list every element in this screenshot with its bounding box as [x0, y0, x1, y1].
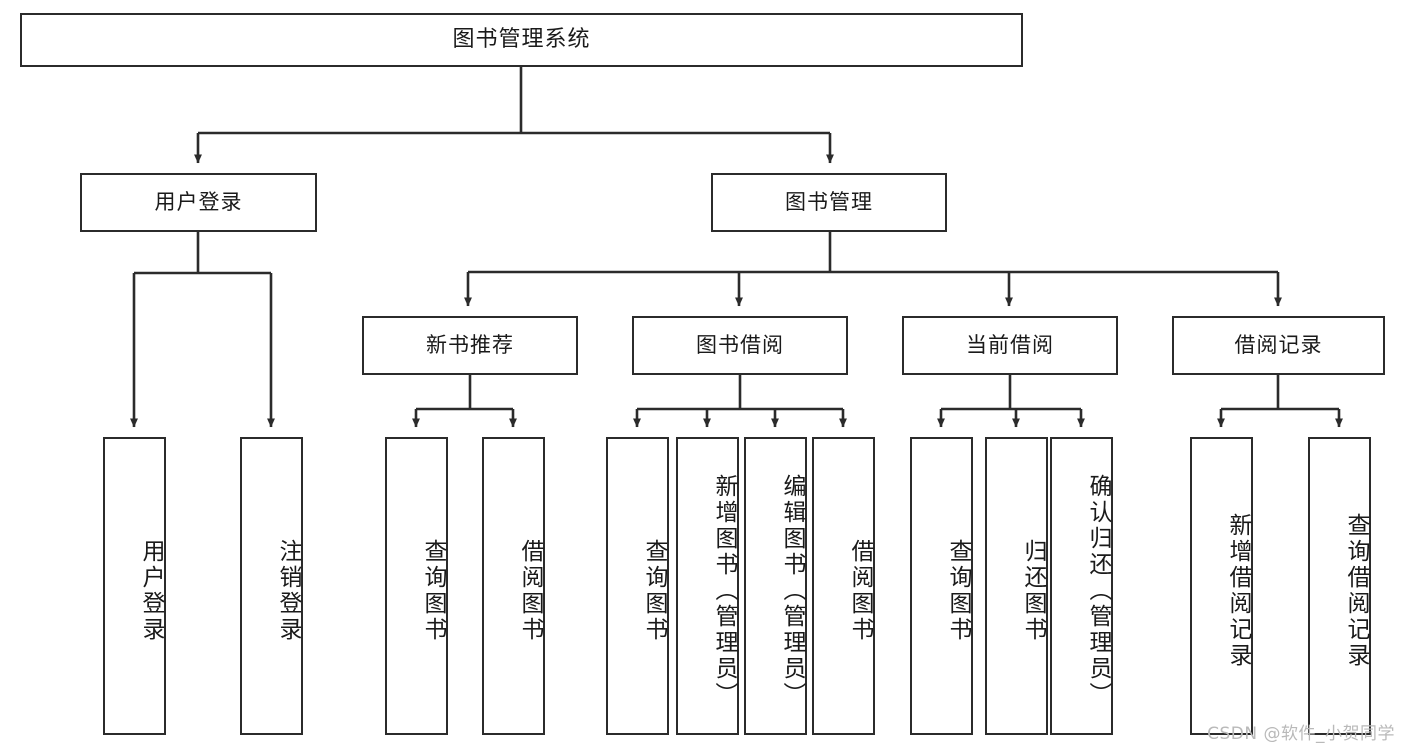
node-root[interactable]: 图书管理系统: [20, 13, 1023, 67]
node-leaf-add-record[interactable]: 新增借阅记录: [1190, 437, 1253, 735]
node-leaf-user-login-label: 用户登录: [138, 539, 164, 643]
node-leaf-query-book-1[interactable]: 查询图书: [385, 437, 448, 735]
node-leaf-query-record[interactable]: 查询借阅记录: [1308, 437, 1371, 735]
node-leaf-user-login[interactable]: 用户登录: [103, 437, 166, 735]
node-leaf-borrow-book-1-label: 借阅图书: [517, 539, 543, 643]
node-current-borrow[interactable]: 当前借阅: [902, 316, 1118, 375]
node-user-login[interactable]: 用户登录: [80, 173, 317, 232]
node-leaf-query-book-2-label: 查询图书: [641, 539, 667, 643]
node-book-borrow-label: 图书借阅: [696, 332, 784, 357]
node-user-login-label: 用户登录: [154, 189, 243, 214]
node-leaf-borrow-book-2[interactable]: 借阅图书: [812, 437, 875, 735]
node-leaf-add-book-label: 新增图书（管理员）: [711, 474, 737, 708]
node-leaf-borrow-book-2-label: 借阅图书: [847, 539, 873, 643]
node-leaf-query-book-2[interactable]: 查询图书: [606, 437, 669, 735]
node-leaf-query-book-3-label: 查询图书: [945, 539, 971, 643]
node-leaf-edit-book[interactable]: 编辑图书（管理员）: [744, 437, 807, 735]
node-leaf-user-logout-label: 注销登录: [275, 539, 301, 643]
node-leaf-query-book-1-label: 查询图书: [420, 539, 446, 643]
node-leaf-return-book[interactable]: 归还图书: [985, 437, 1048, 735]
node-leaf-confirm-return-label: 确认归还（管理员）: [1085, 474, 1111, 708]
node-leaf-add-book[interactable]: 新增图书（管理员）: [676, 437, 739, 735]
node-leaf-user-logout[interactable]: 注销登录: [240, 437, 303, 735]
node-book-manage[interactable]: 图书管理: [711, 173, 947, 232]
node-leaf-confirm-return[interactable]: 确认归还（管理员）: [1050, 437, 1113, 735]
node-new-book-rec-label: 新书推荐: [426, 332, 514, 357]
node-borrow-record-label: 借阅记录: [1234, 332, 1323, 357]
node-leaf-query-record-label: 查询借阅记录: [1343, 513, 1369, 669]
node-leaf-add-record-label: 新增借阅记录: [1225, 513, 1251, 669]
node-leaf-edit-book-label: 编辑图书（管理员）: [779, 474, 805, 708]
node-root-label: 图书管理系统: [452, 26, 591, 52]
node-book-borrow[interactable]: 图书借阅: [632, 316, 848, 375]
node-leaf-return-book-label: 归还图书: [1020, 539, 1046, 643]
node-new-book-rec[interactable]: 新书推荐: [362, 316, 578, 375]
node-book-manage-label: 图书管理: [785, 189, 873, 214]
node-leaf-query-book-3[interactable]: 查询图书: [910, 437, 973, 735]
node-leaf-borrow-book-1[interactable]: 借阅图书: [482, 437, 545, 735]
node-borrow-record[interactable]: 借阅记录: [1172, 316, 1385, 375]
node-current-borrow-label: 当前借阅: [966, 332, 1054, 357]
